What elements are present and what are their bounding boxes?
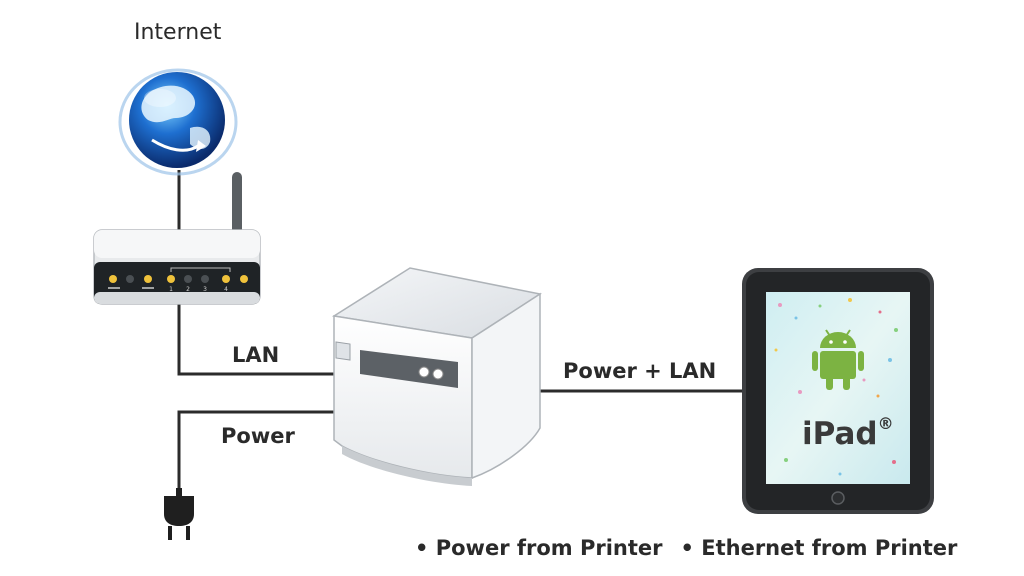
home-button-icon (831, 491, 845, 505)
ipad-brand-text: iPad (802, 416, 878, 452)
power-label: Power (221, 424, 295, 448)
globe-icon (118, 68, 238, 176)
router-port-4: 4 (224, 286, 228, 293)
lan-cable (177, 304, 336, 376)
tablet-icon (742, 268, 934, 514)
power-cable (177, 410, 336, 490)
power-plug-icon (164, 488, 194, 540)
bullet-item-power: • Power from Printer (415, 536, 663, 560)
internet-label: Internet (134, 20, 222, 45)
bullet-ethernet-text: Ethernet from Printer (701, 536, 958, 560)
router-leds (109, 275, 248, 283)
bullet-power-text: Power from Printer (435, 536, 663, 560)
printer-icon (331, 267, 542, 486)
ipad-brand: iPad® (802, 413, 894, 452)
router-port-1: 1 (169, 286, 173, 293)
power-lan-label: Power + LAN (563, 359, 717, 383)
android-icon (812, 329, 864, 390)
feature-bullets: • Power from Printer • Ethernet from Prin… (415, 536, 975, 560)
registered-mark: ® (877, 413, 894, 433)
router-icon: 1 2 3 4 (93, 172, 261, 305)
cables (177, 170, 742, 490)
lan-label: LAN (232, 343, 280, 367)
confetti (774, 298, 898, 476)
router-port-3: 3 (203, 286, 207, 293)
bullet-item-ethernet: • Ethernet from Printer (680, 536, 958, 560)
router-port-2: 2 (186, 286, 190, 293)
